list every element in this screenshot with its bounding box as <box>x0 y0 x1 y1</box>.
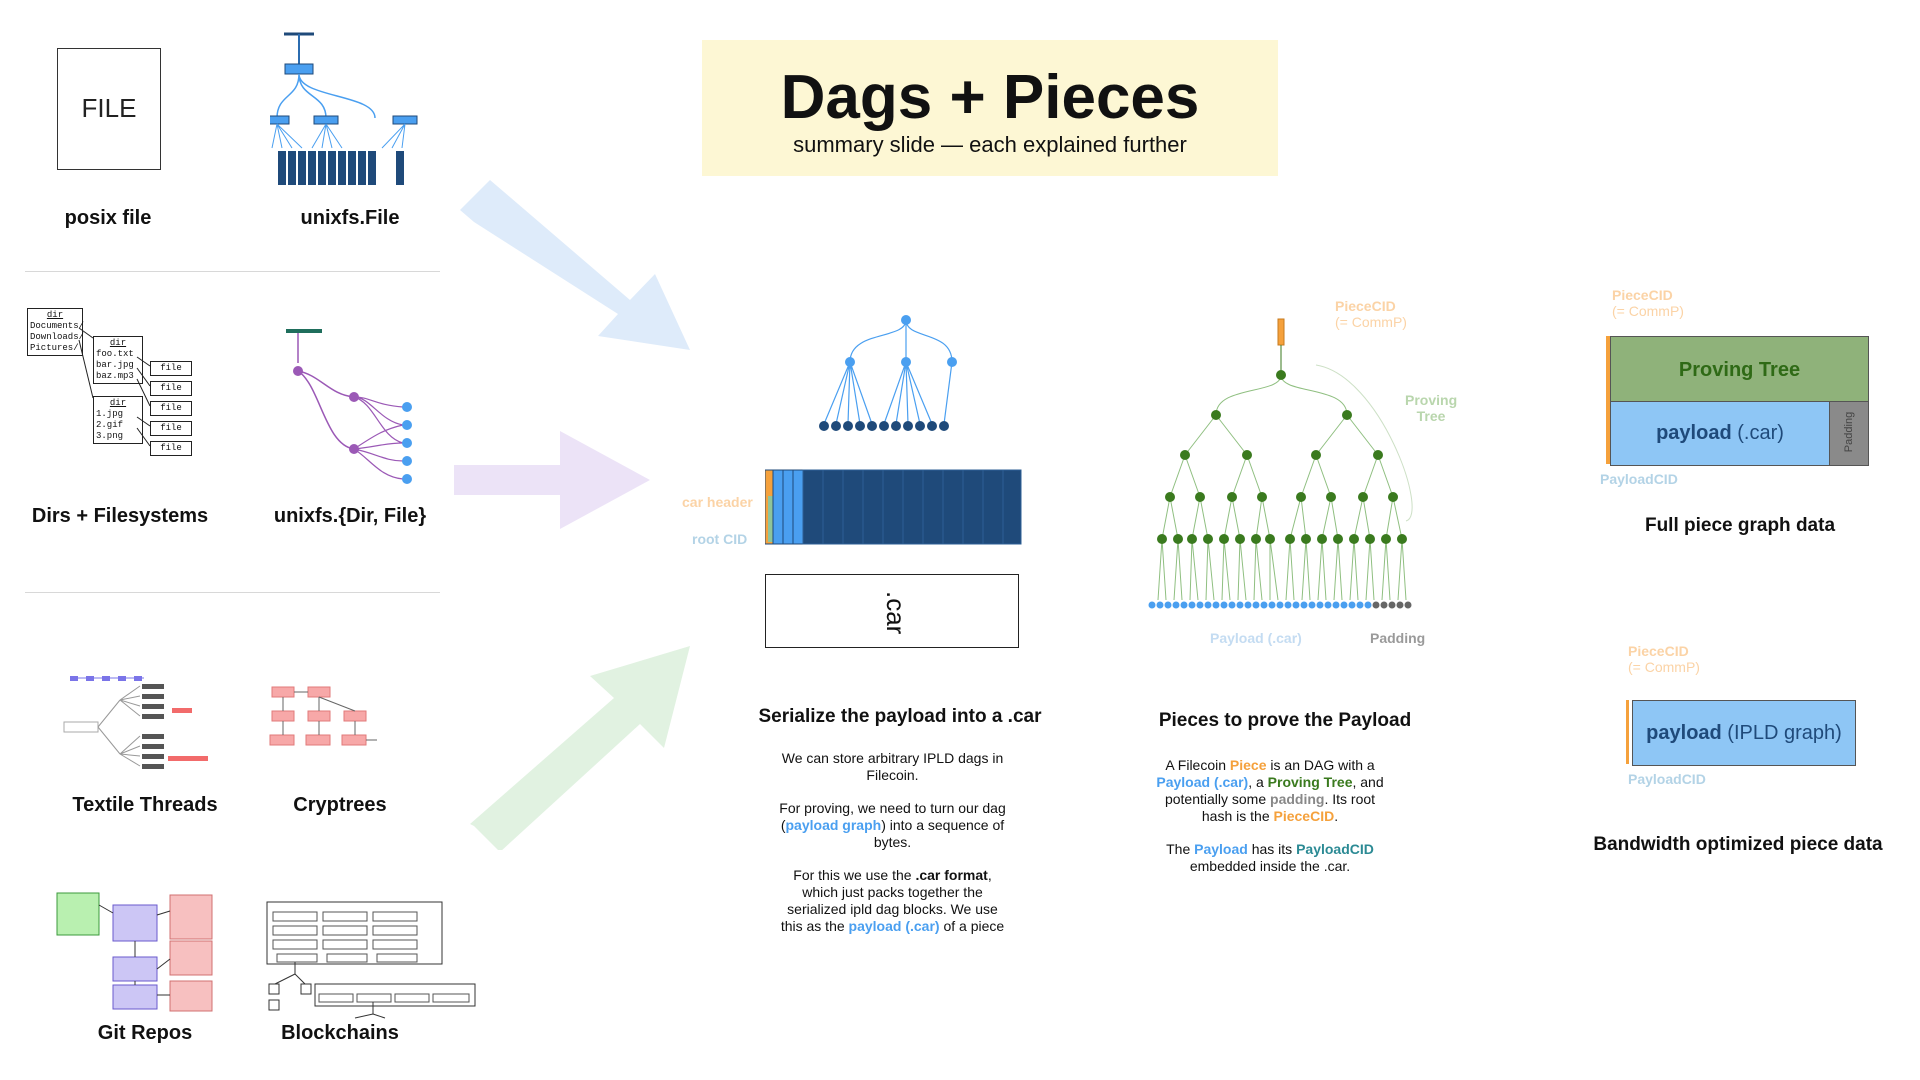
unixfs-file-diagram <box>270 32 418 185</box>
root-cid-label: root CID <box>692 531 748 547</box>
cryptrees-label: Cryptrees <box>293 794 387 816</box>
dir-listing-sub2: dir 1.jpg 2.gif 3.png <box>93 396 143 444</box>
full-payload-block: payload (.car) <box>1610 401 1830 466</box>
dir-listing-root: dir Documents/ Downloads/ Pictures/ <box>27 308 84 356</box>
pieces-p2: The Payload has its PayloadCID embedded … <box>1166 841 1374 874</box>
arrow-blue <box>460 180 690 350</box>
bw-payload-text: payload (IPLD graph) <box>1646 722 1842 744</box>
posix-file-label: posix file <box>64 207 152 229</box>
separator-1 <box>25 271 440 272</box>
unixfs-dir-diagram <box>286 329 412 484</box>
serialize-p3: For this we use the .car format, which j… <box>780 867 1005 934</box>
arrow-green <box>470 646 690 850</box>
slide-subtitle: summary slide — each explained further <box>793 132 1187 157</box>
full-payload-text: payload (.car) <box>1656 422 1784 444</box>
file-box-text: FILE <box>81 93 137 123</box>
pieces-text: A Filecoin Piece is an DAG with a Payloa… <box>1150 757 1390 891</box>
git-repos-diagram <box>56 892 213 1012</box>
arrow-purple <box>454 431 650 529</box>
car-box-text: .car <box>881 591 911 635</box>
padding-label: Padding <box>1370 630 1426 646</box>
bw-piece-cid-label: PieceCID <box>1628 643 1689 659</box>
bw-comm-p-label: (= CommP) <box>1628 659 1700 675</box>
file-box-5: file <box>150 441 192 456</box>
serialize-p1: We can store arbitrary IPLD dags in File… <box>781 750 1004 783</box>
git-repos-label: Git Repos <box>97 1022 193 1044</box>
piece-cid-label: PieceCID <box>1335 298 1396 314</box>
dir-listing-sub1: dir foo.txt bar.jpg baz.mp3 <box>93 336 143 384</box>
textile-threads-diagram <box>63 676 208 769</box>
file-box-4: file <box>150 421 192 436</box>
full-comm-p-label: (= CommP) <box>1612 303 1684 319</box>
blockchains-label: Blockchains <box>281 1022 399 1044</box>
serialize-heading: Serialize the payload into a .car <box>758 706 1042 727</box>
unixfs-dir-label: unixfs.{Dir, File} <box>273 505 427 527</box>
full-padding-block: Padding <box>1829 401 1869 466</box>
car-header-label: car header <box>682 494 753 510</box>
blockchains-diagram <box>266 901 476 1019</box>
title-box: Dags + Pieces summary slide — each expla… <box>702 40 1278 176</box>
full-payload-cid-label: PayloadCID <box>1600 471 1678 487</box>
payload-dag-diagram <box>819 315 957 431</box>
unixfs-file-label: unixfs.File <box>300 207 400 229</box>
separator-2 <box>25 592 440 593</box>
pieces-heading: Pieces to prove the Payload <box>1158 710 1412 731</box>
piece-proving-tree <box>1148 318 1413 615</box>
full-proving-tree-text: Proving Tree <box>1678 359 1801 381</box>
bw-orange-bar <box>1626 700 1629 764</box>
serialize-text: We can store arbitrary IPLD dags in File… <box>775 750 1010 951</box>
file-box-1: file <box>150 361 192 376</box>
comm-p-label: (= CommP) <box>1335 314 1407 330</box>
slide-title: Dags + Pieces <box>780 63 1200 132</box>
full-piece-orange-bar <box>1606 336 1610 464</box>
textile-threads-label: Textile Threads <box>72 794 218 816</box>
dir-arrows <box>78 327 151 447</box>
dirs-label: Dirs + Filesystems <box>31 505 209 527</box>
full-padding-text: Padding <box>1843 411 1855 453</box>
serialize-p2: For proving, we need to turn our dag (pa… <box>779 800 1006 850</box>
full-proving-tree-block: Proving Tree <box>1610 336 1869 402</box>
file-box-2: file <box>150 381 192 396</box>
full-piece-cid-label: PieceCID <box>1612 287 1673 303</box>
pieces-p1: A Filecoin Piece is an DAG with a Payloa… <box>1156 757 1384 824</box>
bw-heading: Bandwidth optimized piece data <box>1593 834 1883 855</box>
cryptrees-diagram <box>269 686 377 746</box>
file-box-3: file <box>150 401 192 416</box>
car-bytes-strip <box>765 469 1022 545</box>
bw-payload-cid-label: PayloadCID <box>1628 771 1706 787</box>
payload-car-label: Payload (.car) <box>1210 630 1302 646</box>
car-box: .car <box>765 574 1019 648</box>
bw-payload-block: payload (IPLD graph) <box>1632 700 1856 766</box>
full-piece-heading: Full piece graph data <box>1644 515 1836 536</box>
posix-file-box: FILE <box>57 48 161 170</box>
